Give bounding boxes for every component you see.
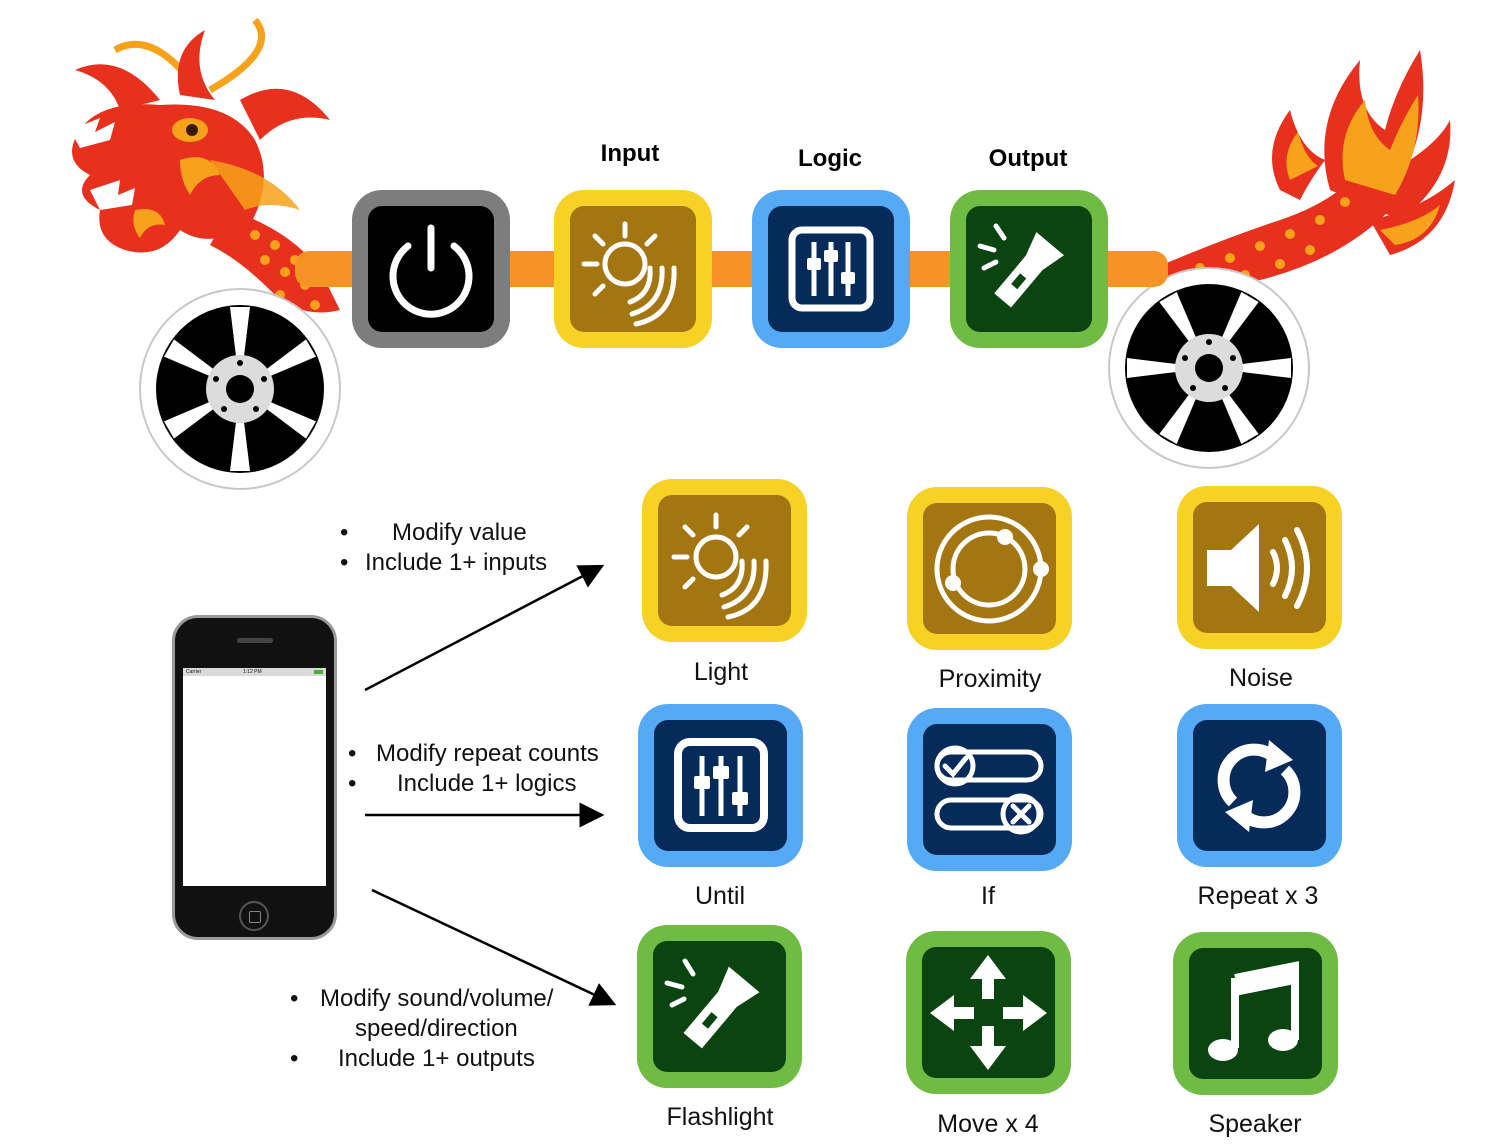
phone-carrier: Carrier [186,669,202,675]
block-move[interactable] [906,931,1071,1094]
flashlight-icon [664,958,760,1049]
phone-time: 1:12 PM [243,669,262,675]
block-repeat[interactable] [1177,704,1342,867]
block-proximity[interactable] [907,487,1072,650]
block-if[interactable] [907,708,1072,871]
block-label-light: Light [693,658,749,686]
power-block[interactable] [352,190,510,348]
block-label-proximity: Proximity [938,665,1042,693]
block-label-noise: Noise [1229,664,1293,692]
chain-input-block[interactable] [554,190,712,348]
block-label-until: Until [694,882,745,910]
block-light[interactable] [642,479,807,642]
battery-icon [314,670,323,674]
block-speaker[interactable] [1173,932,1338,1095]
stage-label-logic: Logic [798,145,862,172]
phone-status-bar: Carrier 1:12 PM [183,668,326,676]
light-sensor-icon [671,512,769,620]
dragon-tail-icon [1150,50,1455,292]
phone-screen[interactable]: Carrier 1:12 PM [183,668,326,886]
block-label-move: Move x 4 [937,1110,1039,1138]
light-sensor-icon [581,221,677,327]
block-label-if: If [981,882,995,910]
block-flashlight[interactable] [637,925,802,1088]
phone-speaker [237,638,273,643]
flashlight-icon [977,223,1065,308]
note-input: •Modify value •Include 1+ inputs [340,519,548,576]
note-logic: •Modify repeat counts •Include 1+ logics [348,740,599,797]
stage-label-input: Input [600,140,660,167]
sliders-icon [788,226,874,312]
left-wheel-icon [139,288,341,490]
toggle-check-cross-icon [934,745,1044,835]
proximity-icon [934,514,1049,624]
block-noise[interactable] [1177,486,1342,649]
chain-output-block[interactable] [950,190,1108,348]
music-note-icon [1208,961,1299,1061]
phone[interactable]: Carrier 1:12 PM [172,615,337,940]
block-label-repeat: Repeat x 3 [1197,882,1319,910]
sliders-icon [674,738,768,832]
right-wheel-icon [1108,267,1310,469]
stage-label-output: Output [988,145,1068,172]
arrow-to-outputs [371,888,617,1006]
block-label-speaker: Speaker [1208,1110,1302,1138]
move-arrows-icon [930,955,1047,1070]
arrow-to-inputs [364,564,605,692]
block-label-flashlight: Flashlight [666,1103,774,1131]
repeat-icon [1217,740,1301,832]
speaker-volume-icon [1207,524,1310,612]
note-output: •Modify sound/volume/ speed/direction •I… [290,985,554,1072]
chain-logic-block[interactable] [752,190,910,348]
block-until[interactable] [638,704,803,867]
phone-home-button[interactable] [239,901,269,931]
power-icon [389,224,473,318]
